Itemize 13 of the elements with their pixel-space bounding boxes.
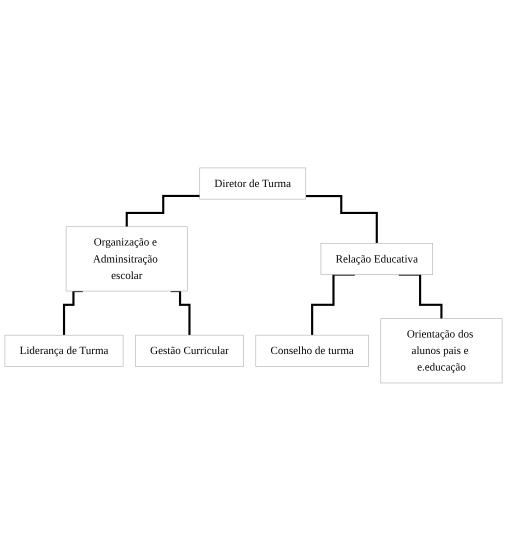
node-box: Orientação dos alunos pais e e.educação [380,318,502,383]
node-box: Organização e Adminsitração escolar [66,226,188,291]
connector [306,194,378,244]
connector [311,273,355,336]
node-box: Liderança de Turma [4,334,124,366]
node-box: Gestão Curricular [135,334,244,366]
connector [62,290,83,336]
connector [126,194,200,228]
node-box: Relação Educativa [320,242,433,274]
node-box: Conselho de turma [255,334,369,366]
connector [398,273,442,320]
node-box: Diretor de Turma [199,167,306,200]
connector [170,290,191,336]
